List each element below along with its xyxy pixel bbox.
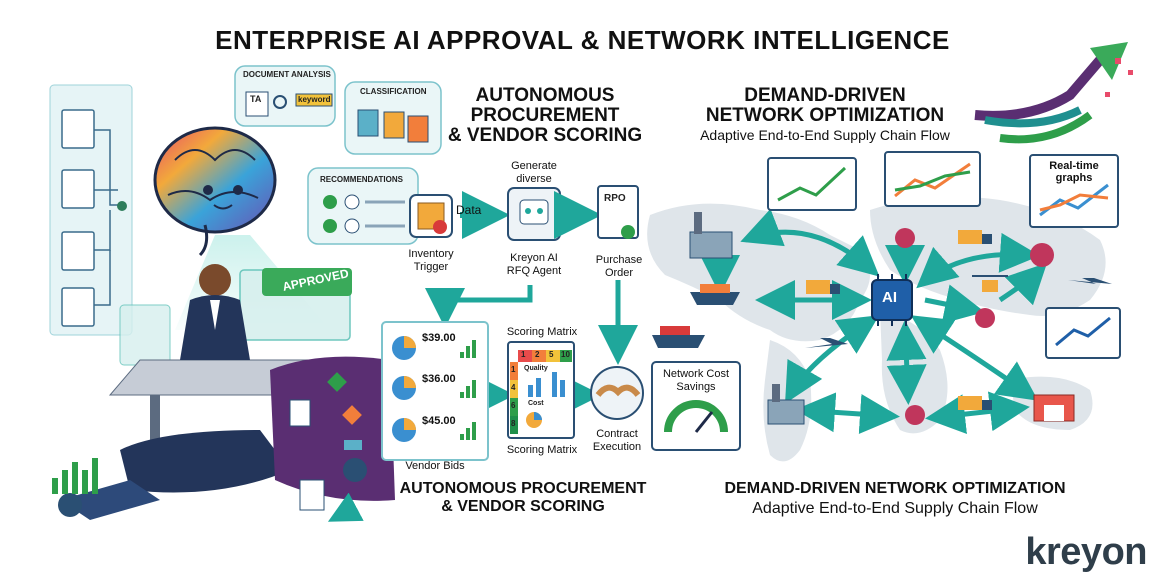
scoring-matrix-card <box>507 341 575 439</box>
keyword-label: keyword <box>298 95 331 104</box>
plane-icon <box>805 338 848 348</box>
generate-diverse-label-1: Generate <box>511 160 557 172</box>
network-heading-bottom: DEMAND-DRIVEN NETWORK OPTIMIZATION <box>724 480 1066 497</box>
plane-icon-2 <box>1068 278 1112 284</box>
procurement-flow <box>409 185 639 415</box>
handshake-icon <box>590 366 644 420</box>
procurement-heading-bottom-2: & VENDOR SCORING <box>441 498 605 515</box>
network-cost-savings-label-1: Network Cost <box>662 368 730 380</box>
growth-arrow-icon <box>974 42 1133 144</box>
realtime-graphs-label-2: graphs <box>1055 172 1093 184</box>
matrix-row-4: 8 <box>511 419 516 428</box>
network-arrows <box>700 208 1048 435</box>
cost-label: Cost <box>528 400 544 407</box>
matrix-header-4: 10 <box>561 350 570 359</box>
recommendations-label: RECOMMENDATIONS <box>320 175 403 184</box>
main-title: ENTERPRISE AI APPROVAL & NETWORK INTELLI… <box>215 25 950 55</box>
purchase-order-label-1: Purchase <box>595 254 643 266</box>
generate-diverse-label-2: diverse <box>516 173 552 185</box>
scoring-matrix-title: Scoring Matrix <box>506 326 578 338</box>
network-heading-top-2: NETWORK OPTIMIZATION <box>705 105 945 126</box>
kreyon-logo: kreyon <box>1025 531 1147 573</box>
ai-hub-icon <box>871 274 913 326</box>
graph-cards <box>767 151 1121 359</box>
factory-icon <box>689 212 733 259</box>
network-cost-savings-label-2: Savings <box>676 381 716 393</box>
drone-icon <box>972 275 1008 292</box>
truck-icon-3 <box>958 396 992 410</box>
matrix-row-1: 1 <box>511 365 516 374</box>
warehouse-icon <box>767 384 805 425</box>
rfq-agent-label-1: Kreyon AI <box>510 252 558 264</box>
procurement-heading-bottom-1: AUTONOMOUS PROCUREMENT <box>399 480 647 497</box>
bid-price-2: $36.00 <box>422 373 456 385</box>
location-pin-icon <box>895 228 1054 425</box>
classification-label: CLASSIFICATION <box>360 87 427 96</box>
rpo-label: RPO <box>604 193 626 204</box>
procurement-heading-top-2: PROCUREMENT <box>470 105 620 126</box>
ta-label: TA <box>250 94 262 104</box>
realtime-graphs-label-1: Real-time <box>1049 160 1099 172</box>
network-nodes <box>652 212 1112 425</box>
truck-icon-2 <box>958 230 992 244</box>
matrix-row-2: 4 <box>511 383 516 392</box>
matrix-header-1: 1 <box>521 350 526 359</box>
network-heading-top-1: DEMAND-DRIVEN <box>744 85 906 106</box>
purchase-order-label-2: Order <box>604 267 634 279</box>
desk-person <box>108 264 352 455</box>
ai-hub-label: AI <box>882 289 897 306</box>
procurement-heading-top-3: & VENDOR SCORING <box>447 125 643 146</box>
vendor-bids-label: Vendor Bids <box>405 460 465 472</box>
matrix-header-3: 5 <box>549 350 554 359</box>
procurement-heading-top-1: AUTONOMOUS <box>475 85 615 106</box>
rfq-agent-label-2: RFQ Agent <box>506 265 562 277</box>
bid-price-1: $39.00 <box>422 332 456 344</box>
contract-execution-label-1: Contract <box>596 428 638 440</box>
contract-execution-label-2: Execution <box>592 441 642 453</box>
network-subheading-top: Adaptive End-to-End Supply Chain Flow <box>700 127 950 143</box>
process-platform <box>52 356 395 522</box>
document-analysis-bubble <box>234 65 336 127</box>
network-subheading-bottom: Adaptive End-to-End Supply Chain Flow <box>752 500 1038 517</box>
inventory-trigger-label-1: Inventory <box>408 248 454 260</box>
document-panel <box>49 84 133 336</box>
data-label: Data <box>456 203 482 217</box>
scoring-matrix-caption: Scoring Matrix <box>506 444 578 456</box>
bid-price-3: $45.00 <box>422 415 456 427</box>
recommendations-bubble <box>307 167 419 245</box>
savings-gauge <box>651 361 741 451</box>
matrix-header-2: 2 <box>535 350 540 359</box>
classification-bubble <box>344 81 442 155</box>
brain-icon <box>153 126 277 257</box>
truck-icon <box>806 280 840 294</box>
quality-label: Quality <box>524 365 548 372</box>
inventory-trigger-label-2: Trigger <box>413 261 449 273</box>
store-icon <box>1033 394 1075 422</box>
ship-icon-2 <box>652 326 705 348</box>
document-analysis-label: DOCUMENT ANALYSIS <box>243 70 331 79</box>
vendor-bids-card <box>381 321 489 461</box>
ship-icon <box>690 284 740 305</box>
matrix-row-3: 6 <box>511 401 516 410</box>
